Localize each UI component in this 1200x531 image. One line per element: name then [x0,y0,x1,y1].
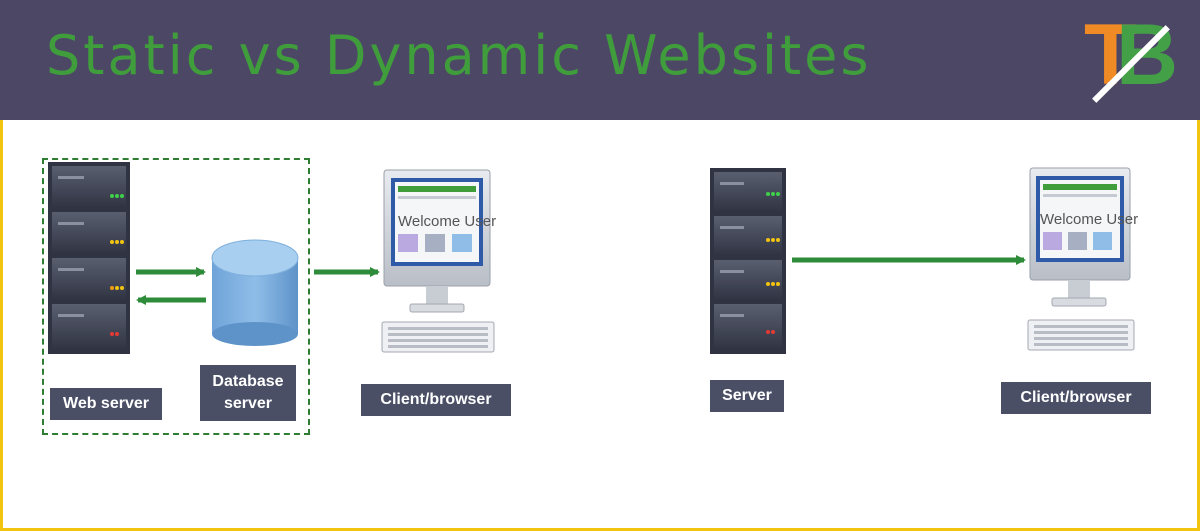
static-site-server-group [42,158,310,435]
screen-welcome-text: Welcome User [398,213,496,230]
web-server-label: Web server [50,388,162,420]
client-browser-label: Client/browser [1001,382,1151,414]
server-label: Server [710,380,784,412]
header-banner: Static vs Dynamic Websites T B [0,0,1200,120]
tb-logo-icon: T B [1084,7,1179,103]
page-title: Static vs Dynamic Websites [46,24,872,87]
client-browser-label: Client/browser [361,384,511,416]
database-icon [211,239,299,346]
diagram-panel [0,120,1200,531]
client-computer-icon [381,169,495,353]
server-rack-icon [710,168,786,354]
client-computer-icon [1027,167,1135,351]
screen-welcome-text: Welcome User [1040,211,1138,228]
web-server-rack-icon [48,162,130,354]
database-server-label: Database server [200,365,296,421]
